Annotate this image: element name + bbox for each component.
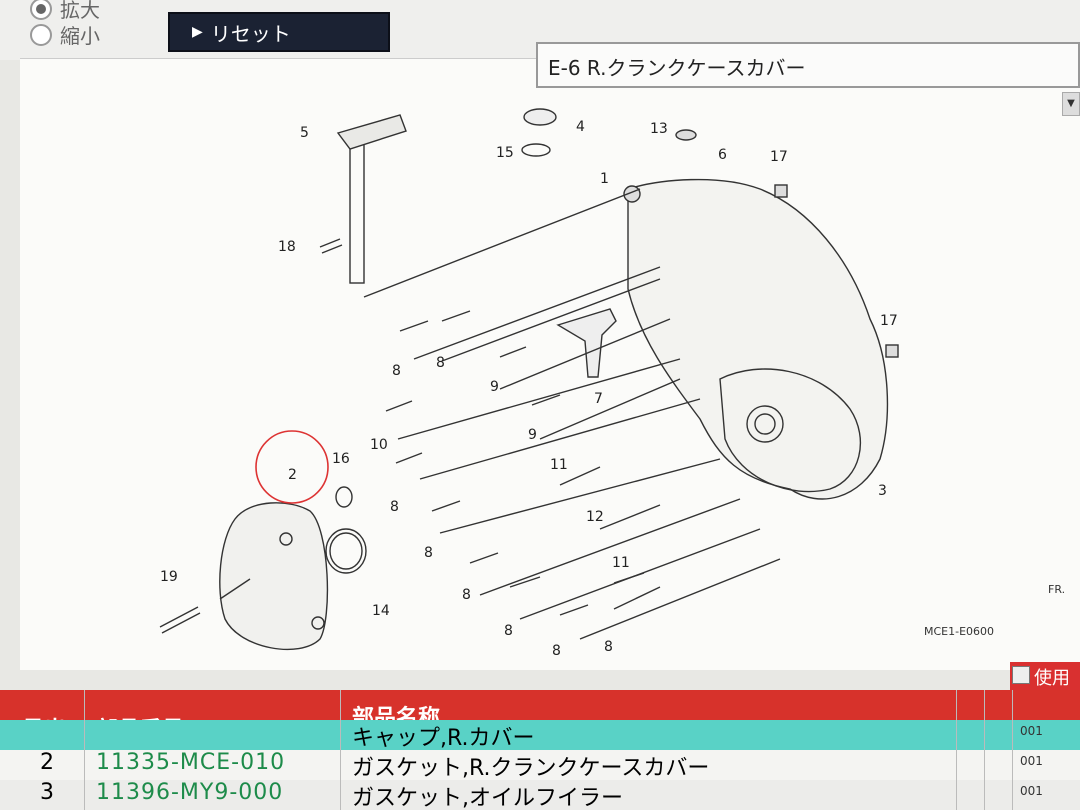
zoom-out-radio[interactable] [30, 23, 52, 46]
callout-6: 6 [718, 147, 727, 163]
zoom-in-label: 拡大 [60, 0, 100, 22]
highlight-circle [255, 430, 329, 504]
callout-9a: 9 [490, 379, 499, 395]
callout-8b: 8 [436, 355, 445, 371]
front-direction-mark: FR. [1048, 583, 1065, 596]
callout-15: 15 [496, 145, 514, 161]
callout-18: 18 [278, 239, 296, 255]
callout-3: 3 [878, 483, 887, 499]
callout-5: 5 [300, 125, 309, 141]
figure-code: MCE1-E0600 [924, 625, 994, 638]
usage-icon [1012, 666, 1030, 684]
callout-17a: 17 [770, 149, 788, 165]
column-divider [1012, 690, 1013, 810]
callout-1: 1 [600, 171, 609, 187]
diagram-title-text: E-6 R.クランクケースカバー [548, 56, 806, 80]
cell-qty: 001 [1020, 754, 1043, 768]
cell-part-no: 11396-MY9-000 [96, 780, 284, 805]
crankcase-cover-shape [627, 178, 889, 500]
zoom-in-radio[interactable] [30, 0, 52, 20]
cell-qty: 001 [1020, 724, 1043, 738]
left-cover-shape [219, 502, 329, 651]
table-row[interactable]: キャップ,R.カバー 001 [0, 720, 1080, 751]
callout-labels: 5 4 15 13 6 17 1 18 8 8 9 7 17 10 9 16 2… [160, 119, 898, 659]
callout-8g: 8 [552, 643, 561, 659]
table-row[interactable]: 2 11335-MCE-010 ガスケット,R.クランクケースカバー 001 [0, 750, 1080, 781]
zoom-in-option[interactable]: 拡大 [30, 0, 100, 23]
callout-4: 4 [576, 119, 585, 135]
callout-2: 2 [288, 467, 297, 483]
callout-14: 14 [372, 603, 390, 619]
cell-ref: 3 [40, 780, 54, 805]
play-icon: ▶ [192, 24, 203, 40]
callout-10: 10 [370, 437, 388, 453]
callout-16: 16 [332, 451, 350, 467]
callout-8c: 8 [390, 499, 399, 515]
exploded-view: 5 4 15 13 6 17 1 18 8 8 9 7 17 10 9 16 2… [159, 108, 1065, 659]
callout-11b: 11 [612, 555, 630, 571]
cell-part-name: ガスケット,R.クランクケースカバー [352, 756, 710, 781]
callout-7: 7 [594, 391, 603, 407]
cell-part-no: 11335-MCE-010 [96, 750, 286, 775]
cell-part-name: キャップ,R.カバー [352, 726, 535, 751]
diagram-title: E-6 R.クランクケースカバー [536, 42, 1080, 88]
callout-8d: 8 [424, 545, 433, 561]
column-divider [340, 690, 341, 810]
zoom-out-option[interactable]: 縮小 [30, 20, 100, 49]
callout-8e: 8 [462, 587, 471, 603]
callout-8h: 8 [604, 639, 613, 655]
zoom-out-label: 縮小 [60, 24, 100, 48]
callout-8f: 8 [504, 623, 513, 639]
cell-qty: 001 [1020, 784, 1043, 798]
reset-button[interactable]: ▶ リセット [168, 12, 390, 52]
callout-17b: 17 [880, 313, 898, 329]
cell-ref: 2 [40, 750, 54, 775]
column-divider [984, 690, 985, 810]
callout-13: 13 [650, 121, 668, 137]
callout-11a: 11 [550, 457, 568, 473]
parts-diagram[interactable]: 5 4 15 13 6 17 1 18 8 8 9 7 17 10 9 16 2… [20, 58, 1080, 670]
column-divider [956, 690, 957, 810]
chevron-down-icon[interactable]: ▼ [1062, 92, 1080, 116]
usage-tag: 使用個 [1010, 662, 1080, 715]
table-row[interactable]: 3 11396-MY9-000 ガスケット,オイルフイラー 001 [0, 780, 1080, 810]
callout-9b: 9 [528, 427, 537, 443]
reset-button-label: リセット [210, 21, 291, 46]
column-divider [84, 690, 85, 810]
callout-8a: 8 [392, 363, 401, 379]
cell-part-name: ガスケット,オイルフイラー [352, 786, 623, 810]
callout-12: 12 [586, 509, 604, 525]
callout-19: 19 [160, 569, 178, 585]
